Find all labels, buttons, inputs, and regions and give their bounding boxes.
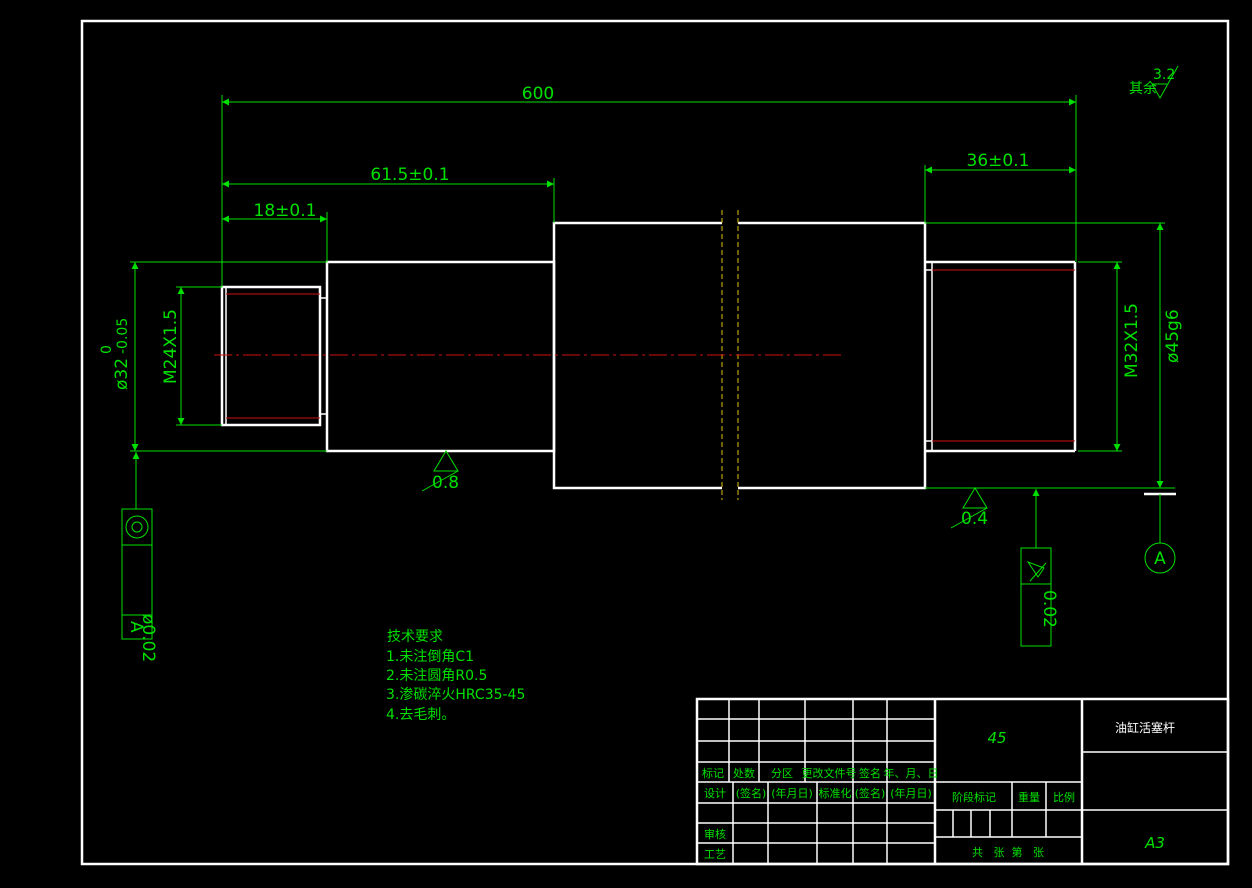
tol-left-value: ø0.02	[138, 614, 158, 662]
finish-0-8-text: 0.8	[432, 473, 459, 493]
tb-weight: 重量	[1018, 790, 1040, 804]
tb-process: 工艺	[704, 848, 726, 861]
finish-0-8-leader	[421, 470, 459, 492]
body-right-half	[738, 221, 927, 490]
tb-stage-mark: 阶段标记	[952, 790, 996, 804]
title-block: 45 油缸活塞杆 A3 标记 处数 分区 更改文件号 签名 年、月、日 设计 (…	[695, 697, 1230, 866]
dim-36-text: 36±0.1	[967, 151, 1030, 171]
left-thread-section	[220, 285, 322, 427]
body-left-half	[552, 221, 722, 490]
tb-sheets: 共 张 第 张	[972, 845, 1044, 859]
dim-600-text: 600	[522, 84, 554, 104]
tb-scale: 比例	[1053, 790, 1075, 804]
datum-a-label: A	[1154, 549, 1166, 569]
dim-61-text: 61.5±0.1	[370, 165, 449, 185]
general-finish-value: 3.2	[1153, 67, 1175, 83]
dim-dia32-lower: -0.05	[115, 318, 131, 354]
tb-std-date: (年月日)	[890, 786, 932, 800]
tb-count: 处数	[733, 767, 755, 780]
tb-review: 审核	[704, 827, 726, 841]
tb-standardization: 标准化	[819, 786, 852, 800]
tb-date: 年、月、日	[884, 766, 939, 780]
finish-0-4-text: 0.4	[961, 509, 988, 529]
tb-sign: 签名	[859, 766, 881, 780]
concentricity-icon	[125, 515, 149, 539]
shaft-outline	[214, 210, 1077, 500]
tech-req-heading: 技术要求	[387, 629, 443, 645]
dimensions: 600 61.5±0.1 18±0.1 36±0.1 ø32 0 -0.05 M…	[99, 84, 1183, 489]
tech-req-item: 3.渗碳淬火HRC35-45	[386, 687, 525, 703]
tb-change-doc: 更改文件号	[802, 766, 857, 780]
tolerance-frame-right: 0.02	[1020, 489, 1059, 647]
tolerance-frame-left: ø0.02 A	[121, 452, 158, 662]
technical-requirements: 技术要求 1.未注倒角C1 2.未注圆角R0.5 3.渗碳淬火HRC35-45 …	[386, 629, 525, 723]
surface-finish-symbols: 其余 3.2 0.8 0.4	[421, 65, 1179, 529]
dim-dia45-text: ø45g6	[1163, 309, 1183, 363]
datum-a-marker: A	[1144, 492, 1176, 574]
tol-left-datum: A	[126, 621, 146, 633]
dim-18-text: 18±0.1	[254, 201, 317, 221]
tb-zone: 分区	[771, 767, 793, 780]
tb-design-sign: (签名)	[736, 786, 767, 800]
dim-m24-text: M24X1.5	[161, 309, 181, 384]
dim-dia32-text: ø32	[112, 358, 132, 390]
part-title: 油缸活塞杆	[1115, 720, 1175, 735]
dia32-section	[325, 260, 556, 453]
tech-req-item: 1.未注倒角C1	[386, 649, 474, 665]
tech-req-item: 4.去毛刺。	[386, 707, 455, 723]
tb-design-date: (年月日)	[771, 786, 813, 800]
finish-0-4-leader	[950, 507, 988, 529]
cylindricity-icon	[1026, 560, 1045, 578]
sheet-size: A3	[1144, 834, 1165, 852]
dim-dia32-upper: 0	[99, 345, 115, 354]
tb-mark: 标记	[702, 766, 724, 780]
dim-m32-text: M32X1.5	[1122, 303, 1142, 378]
tb-design: 设计	[704, 787, 726, 800]
general-finish-label: 其余	[1129, 80, 1157, 97]
tol-right-value: 0.02	[1039, 590, 1059, 628]
tech-req-item: 2.未注圆角R0.5	[386, 668, 487, 684]
general-finish-symbol	[1151, 65, 1179, 100]
material-text: 45	[987, 729, 1006, 747]
tb-std-sign: (签名)	[855, 786, 886, 800]
drawing-border	[80, 19, 1230, 866]
